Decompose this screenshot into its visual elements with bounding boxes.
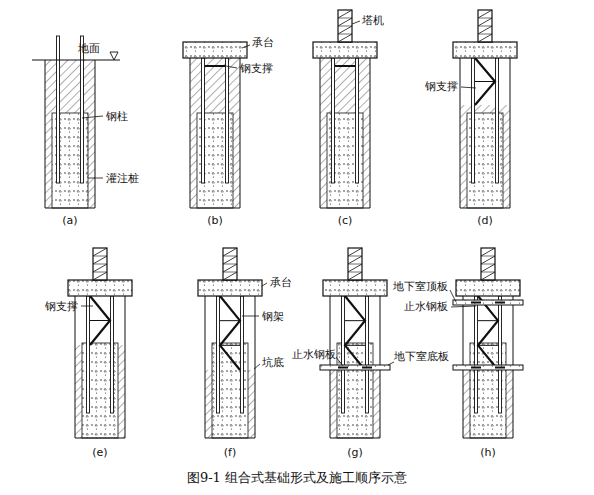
leader-line <box>81 306 93 307</box>
leader-line <box>88 178 103 179</box>
foundation-section <box>68 248 132 438</box>
part-label: 坑底 <box>262 356 284 369</box>
panel-letter: (h) <box>480 446 496 459</box>
foundation-section <box>183 42 247 208</box>
leader-line <box>242 316 259 317</box>
part-label: 钢支撑 <box>425 80 458 93</box>
panel-letter: (b) <box>207 214 223 227</box>
leader-line <box>82 116 103 118</box>
panel-letter: (c) <box>338 214 353 227</box>
part-label: 钢支撑 <box>240 62 273 75</box>
leader-line <box>262 283 267 286</box>
leader-line <box>336 357 343 366</box>
leader-line <box>226 66 237 68</box>
part-label: 钢架 <box>262 310 284 323</box>
part-label: 塔机 <box>362 14 384 27</box>
figure-caption: 图9-1 组合式基础形式及施工顺序示意 <box>0 470 594 486</box>
part-label: 承台 <box>270 276 292 289</box>
leader-line <box>451 306 476 307</box>
part-label: 承台 <box>252 36 274 49</box>
foundation-section <box>453 248 523 438</box>
foundation-section <box>453 10 517 208</box>
panel-letter: (e) <box>92 446 107 459</box>
panel-letter: (a) <box>62 214 77 227</box>
part-label: 钢支撑 <box>45 300 78 313</box>
leader-line <box>352 21 360 24</box>
panel-letter: (g) <box>347 446 363 459</box>
part-label: 止水钢板 <box>292 348 336 361</box>
leader-line <box>254 364 260 369</box>
panel-letter: (d) <box>477 214 493 227</box>
part-label: 止水钢板 <box>404 300 448 313</box>
leader-line <box>388 362 394 365</box>
part-label: 地面 <box>78 42 100 55</box>
leader-line <box>242 45 250 48</box>
leader-line <box>461 87 476 88</box>
part-label: 灌注桩 <box>106 172 139 185</box>
leader-line <box>450 290 456 302</box>
foundation-section <box>198 248 262 438</box>
part-label: 地下室底板 <box>394 350 449 363</box>
part-label: 钢柱 <box>106 110 128 123</box>
foundation-section <box>320 248 390 438</box>
part-label: 地下室顶板 <box>393 280 448 293</box>
panel-letter: (f) <box>224 446 236 459</box>
foundation-section <box>313 10 377 208</box>
